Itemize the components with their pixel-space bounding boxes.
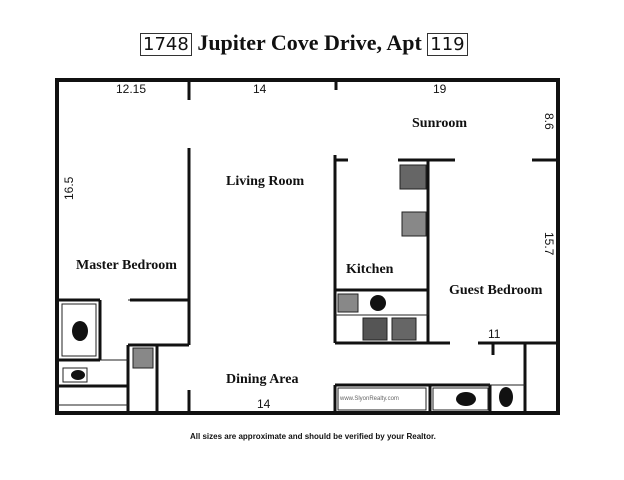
cabinet-2 [391,317,417,341]
bath2-toilet [499,387,513,407]
dim-right-top: 8.6 [542,113,556,130]
bath2-counter [337,387,427,411]
street-name: Jupiter Cove Drive, Apt [197,30,422,55]
room-label-guest-bedroom: Guest Bedroom [449,283,543,298]
room-label-master-bedroom: Master Bedroom [76,258,177,273]
room-label-living-room: Living Room [226,174,305,189]
room-label-kitchen: Kitchen [346,262,394,277]
dim-left-side: 16.5 [62,176,76,200]
fridge [399,164,427,190]
street-number: 1748 [140,33,192,56]
footer-disclaimer: All sizes are approximate and should be … [190,432,436,441]
laundry-box [132,347,154,369]
dim-right-side: 15.7 [542,232,556,256]
dim-guest-bottom: 11 [488,327,501,341]
dishwasher [337,293,359,313]
dim-top-right: 19 [433,82,447,96]
room-label-sunroom: Sunroom [412,116,467,131]
plan-title: 1748 Jupiter Cove Drive, Apt 119 [140,30,500,60]
dim-bottom-mid: 14 [257,397,271,411]
sink [370,295,386,311]
watermark: www.SlyonRealty.com [340,396,399,402]
dim-top-left: 12.15 [116,82,147,96]
unit-number: 119 [427,33,468,56]
master-tub-basin [72,321,88,341]
cabinet-1 [362,317,388,341]
room-label-dining-area: Dining Area [226,372,299,387]
stove [401,211,427,237]
dim-top-mid: 14 [253,82,267,96]
